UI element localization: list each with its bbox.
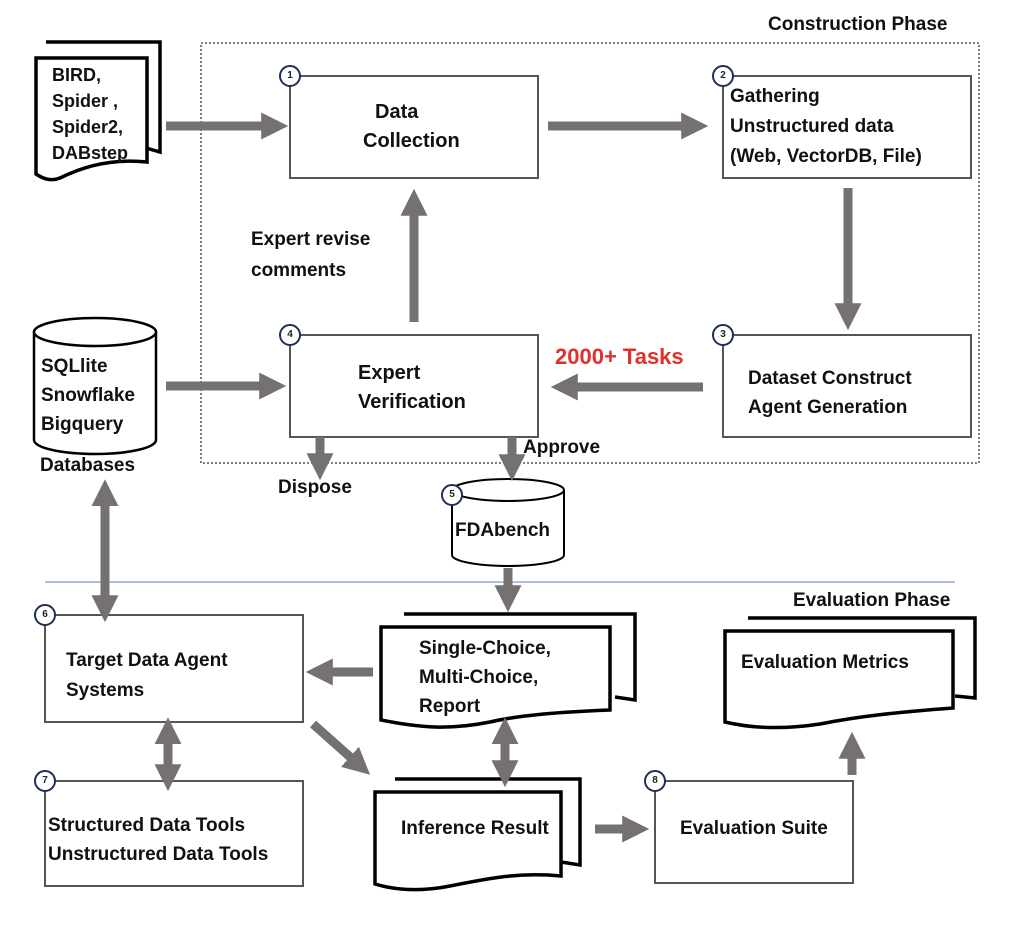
- benchmark-item: Spider ,: [52, 91, 119, 111]
- questions-document-stack: [379, 612, 637, 729]
- construction-phase-region: [200, 42, 980, 464]
- questions-label: Single-Choice, Multi-Choice, Report: [419, 638, 551, 717]
- node-2-label: Gathering Unstructured data (Web, Vector…: [730, 86, 922, 167]
- node-6-box: [44, 614, 304, 723]
- node-5-label: FDAbench: [455, 520, 550, 541]
- inference-label: Inference Result: [401, 818, 549, 839]
- node-7-box: [44, 780, 304, 887]
- node-4-box: [289, 334, 539, 438]
- node-8-label: Evaluation Suite: [680, 818, 828, 839]
- benchmark-item: Spider2,: [52, 117, 124, 137]
- step-badge-1: 1: [279, 65, 301, 87]
- evaluation-phase-label: Evaluation Phase: [793, 590, 951, 611]
- step-badge-7: 7: [34, 770, 56, 792]
- benchmarks-label: BIRD, Spider , Spider2, DABstep: [52, 62, 128, 166]
- databases-caption: Databases: [40, 455, 136, 476]
- benchmark-item: DABstep: [52, 143, 129, 163]
- benchmarks-document-stack: [34, 40, 162, 182]
- node-3-box: [722, 334, 972, 438]
- node-7-label: Structured Data Tools Unstructured Data …: [48, 815, 269, 865]
- step-badge-6: 6: [34, 604, 56, 626]
- node-3-label: Dataset Construct Agent Generation: [748, 368, 912, 418]
- database-item: Snowflake: [41, 385, 135, 406]
- benchmark-item: BIRD,: [52, 65, 101, 85]
- step-badge-4: 4: [279, 324, 301, 346]
- node-1-box: [289, 75, 539, 179]
- node-2-box: [722, 75, 972, 179]
- approve-label: Approve: [523, 437, 601, 458]
- arrow-agents-to-inference: [310, 720, 371, 775]
- expert-revise-label: Expert revise comments: [251, 229, 371, 281]
- step-badge-2: 2: [712, 65, 734, 87]
- databases-list: SQLlite Snowflake Bigquery: [41, 352, 135, 439]
- database-item: SQLlite: [41, 356, 108, 377]
- fdabench-cylinder: [451, 478, 565, 567]
- node-6-label: Target Data Agent Systems: [66, 650, 228, 701]
- step-badge-8: 8: [644, 770, 666, 792]
- database-item: Bigquery: [41, 414, 124, 435]
- dispose-label: Dispose: [278, 477, 352, 498]
- step-badge-3: 3: [712, 324, 734, 346]
- metrics-label: Evaluation Metrics: [741, 652, 909, 673]
- databases-cylinder: [32, 316, 158, 456]
- construction-phase-label: Construction Phase: [768, 14, 948, 35]
- tasks-count-label: 2000+ Tasks: [555, 344, 684, 369]
- step-badge-5: 5: [441, 484, 463, 506]
- inference-document-stack: [373, 777, 582, 892]
- node-4-label: Expert Verification: [358, 362, 466, 413]
- node-8-box: [654, 780, 854, 884]
- metrics-document-stack: [723, 616, 977, 730]
- node-1-label: Data Collection: [363, 101, 460, 152]
